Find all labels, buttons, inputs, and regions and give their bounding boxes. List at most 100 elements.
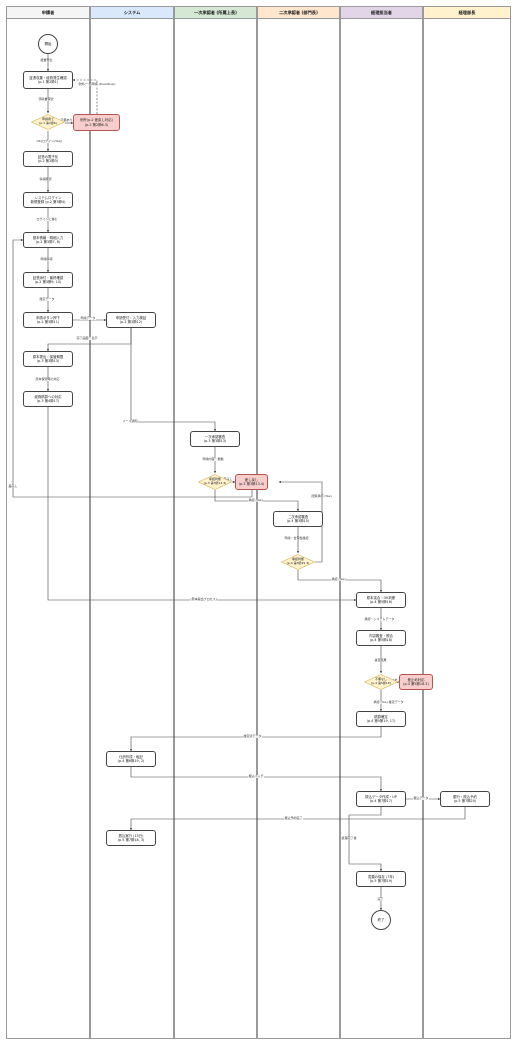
edge-label-28: 振込データ [413,796,430,801]
edge-label-5: OK(ログイン(Yes)) [36,139,63,144]
step-ref: (p.4 第5節16) [369,600,393,604]
step-label: 内容審査・照合 [369,633,393,638]
step-ref: (p.2 第3節7, 8) [35,240,61,244]
step-label: 経費精算への対応 [34,394,62,399]
edge-label-2: 例外(一括申請 (Deadline)) [78,82,116,87]
edge-r1-to-n1 [72,78,98,114]
decision-label: 申請者で [41,117,54,122]
step-ref: (p.4 第5節19, 17) [366,719,396,723]
exception-label: 例外(p.2 差戻し対応) [80,118,113,123]
step-ref: (p.4 第6節19, 2) [117,759,145,763]
edge-label-16: 差戻し [8,484,19,489]
edge-label-11: 完了画面・表示 [76,336,99,341]
lane-first-approver [174,19,257,1039]
hold-ref: (p.4 第5節18.3) [403,682,429,686]
edge-label-9: 確定データ [39,297,56,302]
step-first-review: 一次承認審査(p.3 第3節13) [190,431,240,447]
step-ref: (p.2 第2節3) [37,159,59,163]
step-label: 証憑収集・経費発生確認 [29,75,67,80]
lane-header-accounting-manager: 経理部長 [423,6,511,19]
step-bank-reservation: 銀行・振込予約(p.5 第7節20) [440,791,490,807]
edge-r2-to-n4 [12,238,253,498]
edge-label-10: 申請データ [80,316,97,321]
lane-header-applicant: 申請者 [6,6,90,19]
edge-label-18: 閲覧承認 (Yes) [311,494,333,499]
decision-first-approval: 承認判断(p.3 第3節13.3) [198,474,232,490]
step-ref: (p.3 第4節17) [36,399,60,403]
step-transfer-data: 振込データ作成・UP(p.4 第7節17) [356,791,406,807]
edge-label-15: 差戻し [223,477,234,482]
decision-ref: (p.1 第2節6) [39,121,57,125]
lane-header-accounting: 経理担当者 [340,6,423,19]
edge-label-30: 処理完了後 [341,836,358,841]
start-label: 開始 [44,41,52,46]
end-label: 終了 [377,917,385,922]
lane-applicant [6,19,90,1039]
lane-accounting [340,19,423,1039]
step-submit: 申請ボタン押下(p.2 第3節11) [23,312,73,328]
edge-label-31: 完了 [377,897,385,902]
decision-second-approval: 承認判断(p.4 第3節15.3) [281,554,315,570]
step-label: 書類の保存 (7年) [367,874,395,879]
step-submit-original: 原本提出・保管期限(p.3 第3節13) [23,351,73,367]
step-attach-confirm: 証憑添付・最終確認(p.2 第3節9, 10) [23,272,73,288]
edge-n9-to-n12 [47,407,357,602]
edge-label-8: 申請情報 [40,257,54,262]
step-label: 一次承認審査 [204,434,226,439]
edge-label-12: 原本保管時の対応 [35,377,61,382]
edge-label-26: 確定済データ [243,734,263,739]
step-ref: (p.5 第7節19) [369,879,393,883]
decision-label: 不備なし [374,677,387,682]
exception-resubmit: 例外(p.2 差戻し対応)(p.2 第2節6.3) [73,114,120,131]
edge-label-17: 承認 (Yes) [248,498,264,503]
edge-label-20: 承認 (Yes) [331,577,347,582]
remand-node: 差し戻し(p.3 第3節13.4) [235,474,268,490]
edge-label-25: 承認 (Yes) 確定データ [373,700,405,705]
step-ref: (p.4 第5節18) [369,638,393,642]
step-collect-receipts: 証憑収集・経費発生確認(p.1 第2節1) [23,71,73,89]
lane-header-second-approver: 二次承認者 (部門長) [257,6,340,19]
step-label: 証憑添付・最終確認 [32,275,64,280]
lane-system [90,19,174,1039]
decision-label: 承認判断 [291,557,304,562]
remand-ref: (p.3 第3節13.4) [238,482,265,486]
step-system-validate: 申請受付・入力検証(p.2 第3節12) [106,312,156,328]
edge-label-23: 審査結果 [374,658,388,663]
step-settlement: 精算確定(p.4 第5節19, 17) [356,711,406,727]
step-input-details: 基本情報・明細入力(p.2 第3節7, 8) [23,232,73,248]
edge-label-1: 経費発生 [40,58,54,63]
hold-label: 差止め対応 [407,677,425,682]
edge-label-13: メール通知 [122,419,139,424]
step-label: 証憑の電子化 [37,154,59,159]
start-node: 開始 [38,34,58,54]
edge-label-19: 申請・合理性確認 [284,536,310,541]
step-label: 振込データ作成・UP [365,794,397,799]
lane-header-first-approver: 一次承認者 (所属上長) [174,6,257,19]
step-ref: (p.3 第3節13) [36,359,60,363]
step-ref: (p.2 第3節9, 10) [34,280,62,284]
edge-label-27: 振込バッチ [248,774,265,779]
edge-n14-to-n15 [129,727,382,752]
decision-ref: (p.4 第3節15.3) [286,561,310,565]
step-label: 原本提出・保管期限 [32,354,64,359]
step-label: 基本情報・明細入力 [32,235,64,240]
decision-label: 承認判断 [208,477,221,482]
step-transfer-execute: 振込実行 (15日)(p.5 第7節18, 3) [106,830,156,846]
step-content-review: 内容審査・照合(p.4 第5節18) [356,630,406,646]
step-label: 原本突合・OK判断 [366,595,396,600]
step-expense-response: 経費精算への対応(p.3 第4節17) [23,391,73,407]
step-original-match: 原本突合・OK判断(p.4 第5節16) [356,592,406,608]
edge-label-14: 申請内容・根拠 [202,457,225,462]
edge-label-21: (原本提出プロセス) [190,597,218,602]
step-label: 精算確定 [374,714,388,719]
step-label: 申請ボタン押下 [36,315,60,320]
edge-label-7: ログインに進む [36,217,59,222]
edge-label-22: 承認・システムデータ [364,617,395,622]
edge-label-6: 情報確認 [39,177,53,182]
step-label: システムログイン [34,195,62,200]
step-ref: 新規登録 (p.2 第3節4) [30,200,66,204]
step-login: システムログイン新規登録 (p.2 第3節4) [23,192,73,208]
decision-ref: (p.4 第5節18) [371,681,391,685]
step-ref: (p.4 第3節15) [286,519,310,523]
